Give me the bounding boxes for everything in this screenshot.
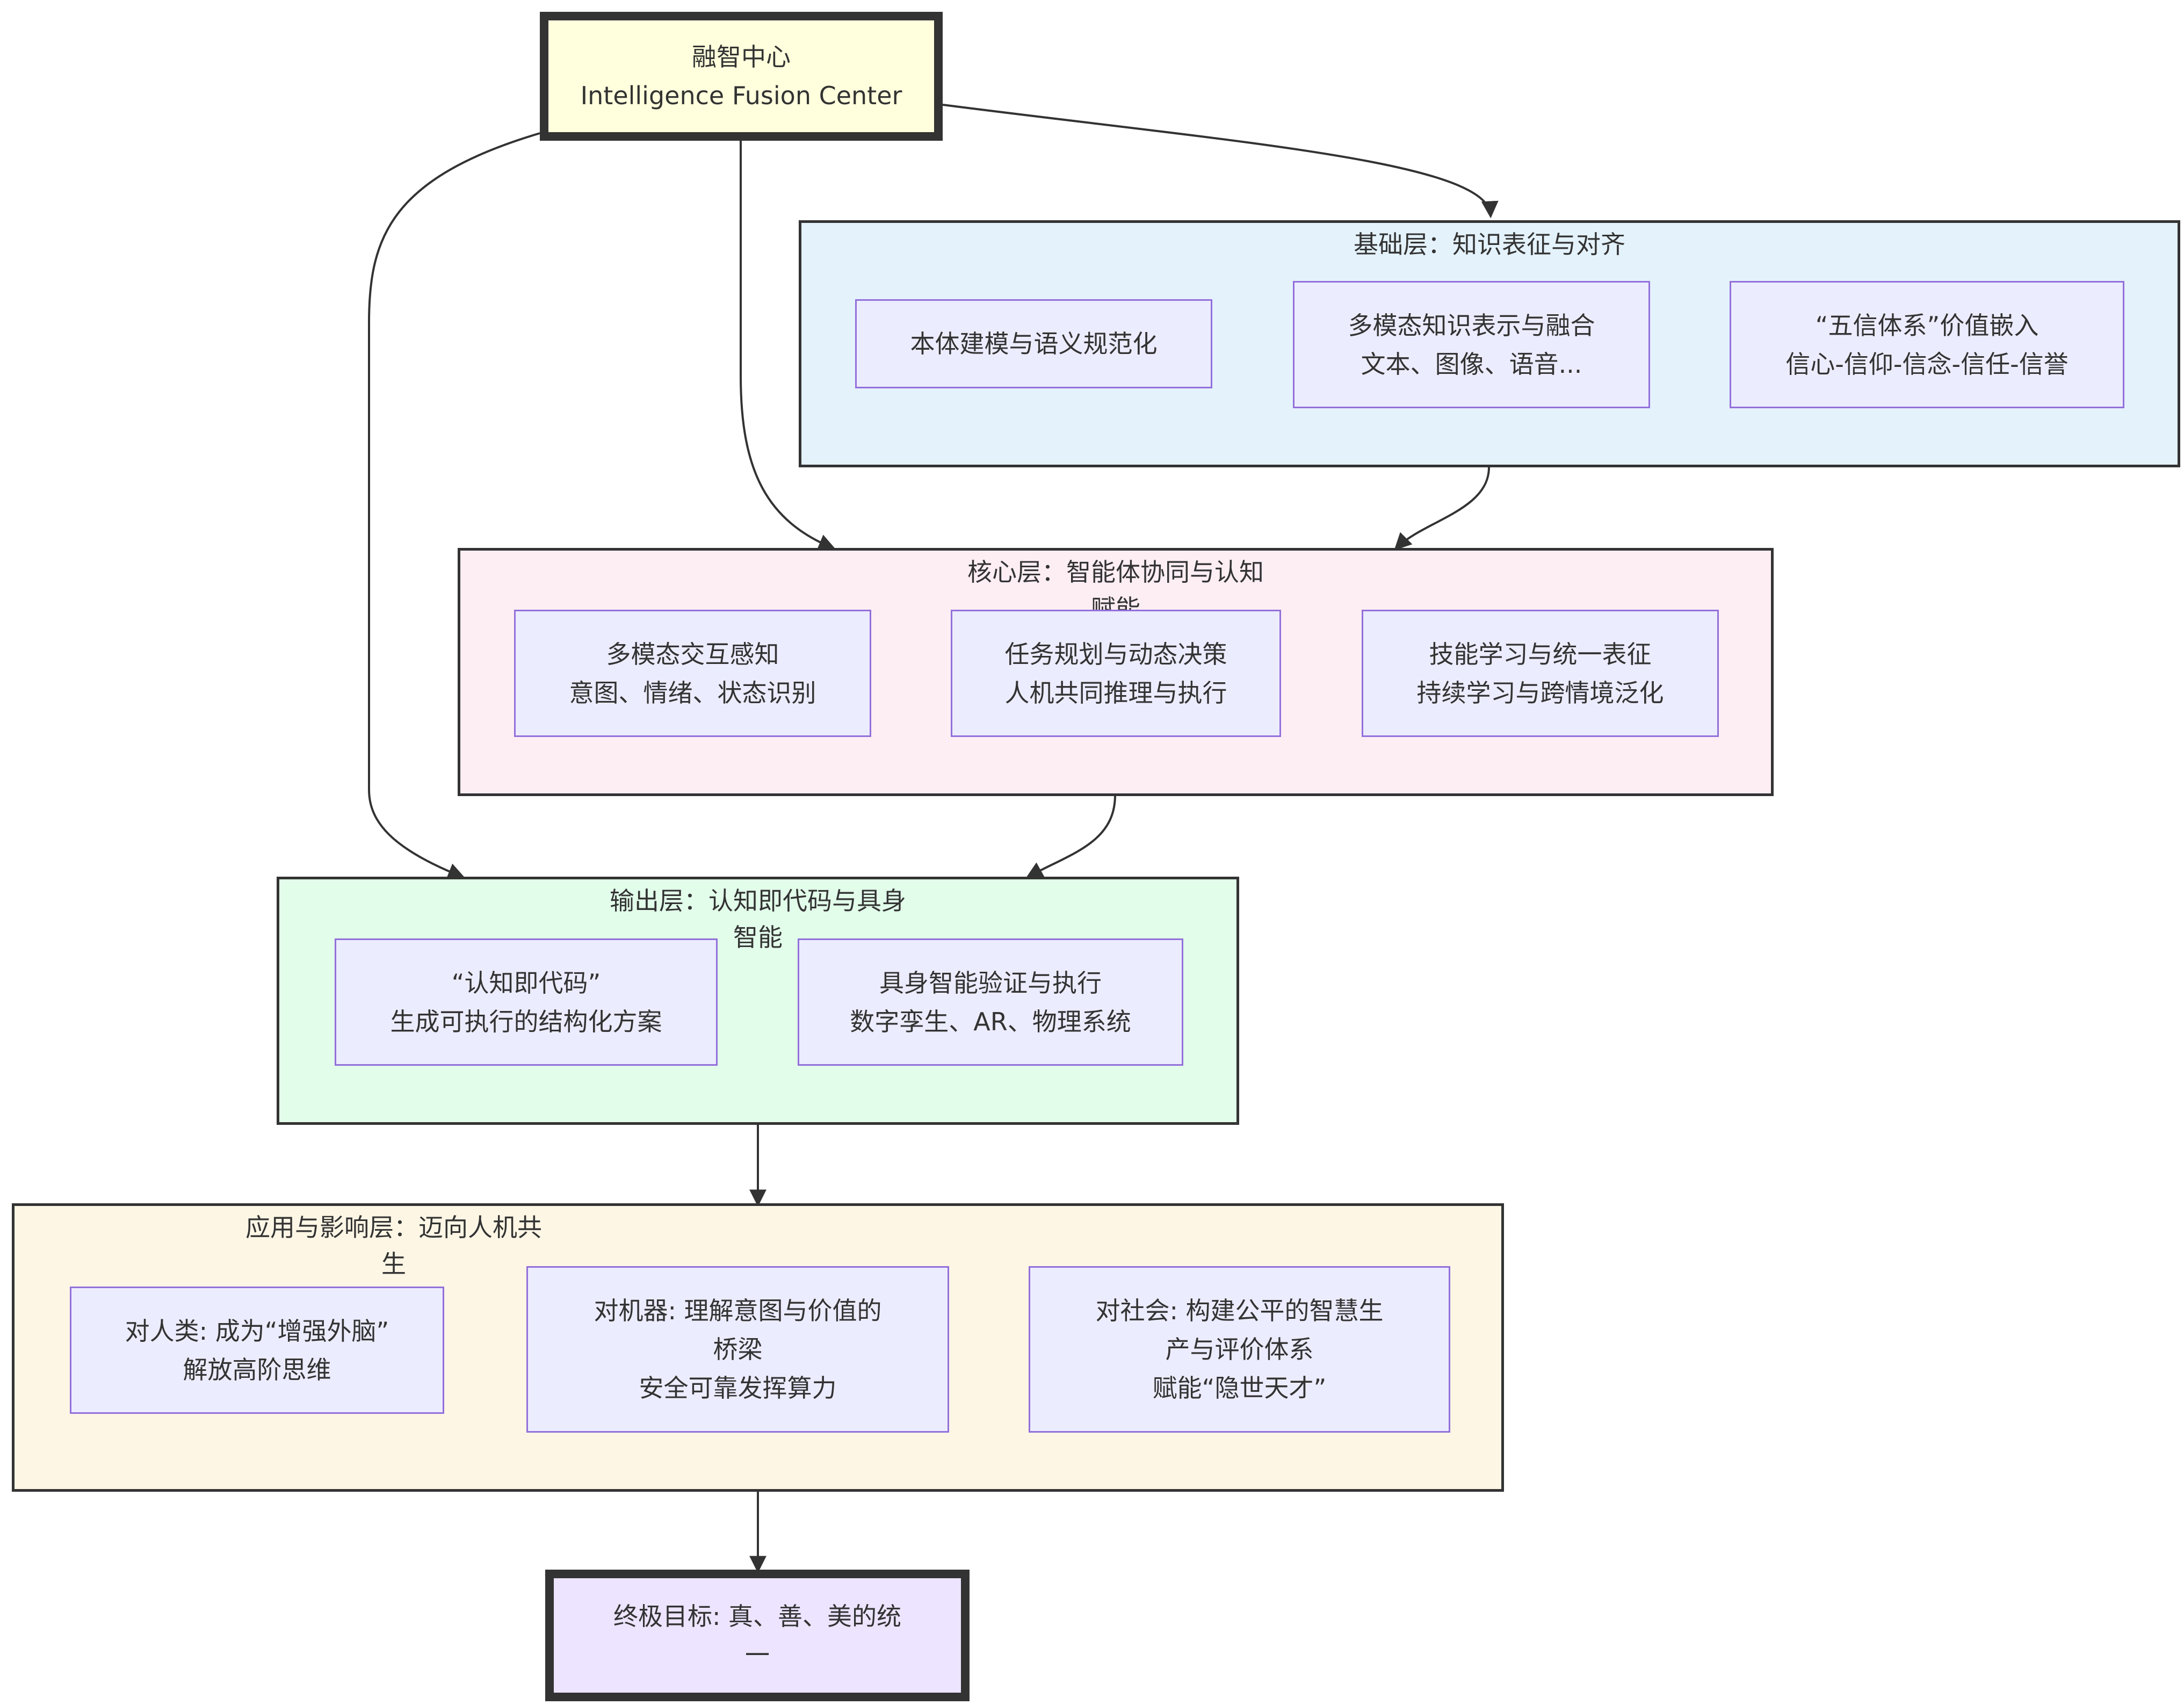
node-label: 多模态知识表示与融合 [1348,310,1595,340]
layer-core: 核心层：智能体协同与认知 赋能 多模态交互感知 意图、情绪、状态识别 任务规划与… [458,548,1774,796]
node-ontology-modeling[interactable]: 本体建模与语义规范化 [855,299,1212,388]
node-cognition-as-code[interactable]: “认知即代码” 生成可执行的结构化方案 [335,938,718,1066]
goal-line1: 终极目标: 真、善、美的统 [613,1601,902,1631]
node-five-trust-system[interactable]: “五信体系”价值嵌入 信心-信仰-信念-信任-信誉 [1730,281,2124,408]
layer-output-title-line1: 输出层：认知即代码与具身 [610,886,906,915]
layer-output-title-line2: 智能 [733,923,783,952]
edge-foundation-to-core [1394,467,1490,551]
node-sublabel: 桥梁 [713,1335,763,1364]
node-sublabel: 信心-信仰-信念-信任-信誉 [1785,349,2069,379]
goal-line2: 一 [745,1640,770,1670]
node-label: 对社会: 构建公平的智慧生 [1095,1296,1384,1325]
node-sublabel-2: 赋能“隐世天才” [1152,1374,1327,1403]
hub-ultimate-goal[interactable]: 终极目标: 真、善、美的统 一 [545,1570,970,1701]
node-sublabel: 产与评价体系 [1165,1335,1314,1364]
hub-top-title-zh: 融智中心 [692,42,791,71]
node-for-society[interactable]: 对社会: 构建公平的智慧生 产与评价体系 赋能“隐世天才” [1029,1266,1450,1433]
node-label: 技能学习与统一表征 [1429,639,1652,669]
edge-hub-to-core [740,140,836,551]
layer-output: 输出层：认知即代码与具身 智能 “认知即代码” 生成可执行的结构化方案 具身智能… [277,877,1239,1125]
node-sublabel: 持续学习与跨情境泛化 [1416,678,1664,707]
node-skill-learning[interactable]: 技能学习与统一表征 持续学习与跨情境泛化 [1362,610,1719,737]
node-label: 对机器: 理解意图与价值的 [594,1296,882,1325]
hub-top-title-en: Intelligence Fusion Center [580,81,902,110]
node-label: 具身智能验证与执行 [879,968,1102,998]
layer-application-title-line2: 生 [381,1249,406,1278]
node-for-humans[interactable]: 对人类: 成为“增强外脑” 解放高阶思维 [70,1287,444,1414]
node-label: 对人类: 成为“增强外脑” [125,1316,389,1346]
layer-core-title-line1: 核心层：智能体协同与认知 [967,558,1264,587]
node-sublabel-2: 安全可靠发挥算力 [639,1374,837,1403]
hub-intelligence-fusion-center[interactable]: 融智中心 Intelligence Fusion Center [540,12,943,141]
node-sublabel: 人机共同推理与执行 [1004,678,1227,707]
edge-hub-to-foundation [942,104,1499,219]
node-sublabel: 意图、情绪、状态识别 [569,678,816,707]
node-sublabel: 数字孪生、AR、物理系统 [850,1007,1131,1036]
node-multimodal-perception[interactable]: 多模态交互感知 意图、情绪、状态识别 [514,610,871,737]
node-sublabel: 生成可执行的结构化方案 [390,1007,662,1036]
node-sublabel: 解放高阶思维 [183,1355,331,1384]
node-label: “认知即代码” [451,968,601,998]
node-multimodal-knowledge[interactable]: 多模态知识表示与融合 文本、图像、语音... [1293,281,1650,408]
node-task-planning[interactable]: 任务规划与动态决策 人机共同推理与执行 [951,610,1281,737]
node-embodied-intelligence[interactable]: 具身智能验证与执行 数字孪生、AR、物理系统 [798,938,1183,1066]
node-label: “五信体系”价值嵌入 [1815,310,2039,340]
layer-foundation-title: 基础层：知识表征与对齐 [1354,230,1625,259]
node-label: 多模态交互感知 [606,639,779,669]
node-label: 任务规划与动态决策 [1004,639,1227,669]
node-label: 本体建模与语义规范化 [910,329,1158,358]
edge-hub-to-output [368,132,540,880]
node-sublabel: 文本、图像、语音... [1361,349,1582,379]
node-for-machines[interactable]: 对机器: 理解意图与价值的 桥梁 安全可靠发挥算力 [526,1266,949,1433]
layer-application-title-line1: 应用与影响层：迈向人机共 [245,1213,542,1242]
layer-foundation: 基础层：知识表征与对齐 本体建模与语义规范化 多模态知识表示与融合 文本、图像、… [799,220,2180,467]
layer-application: 应用与影响层：迈向人机共 生 对人类: 成为“增强外脑” 解放高阶思维 对机器:… [12,1203,1504,1492]
edge-core-to-output [1025,794,1116,879]
